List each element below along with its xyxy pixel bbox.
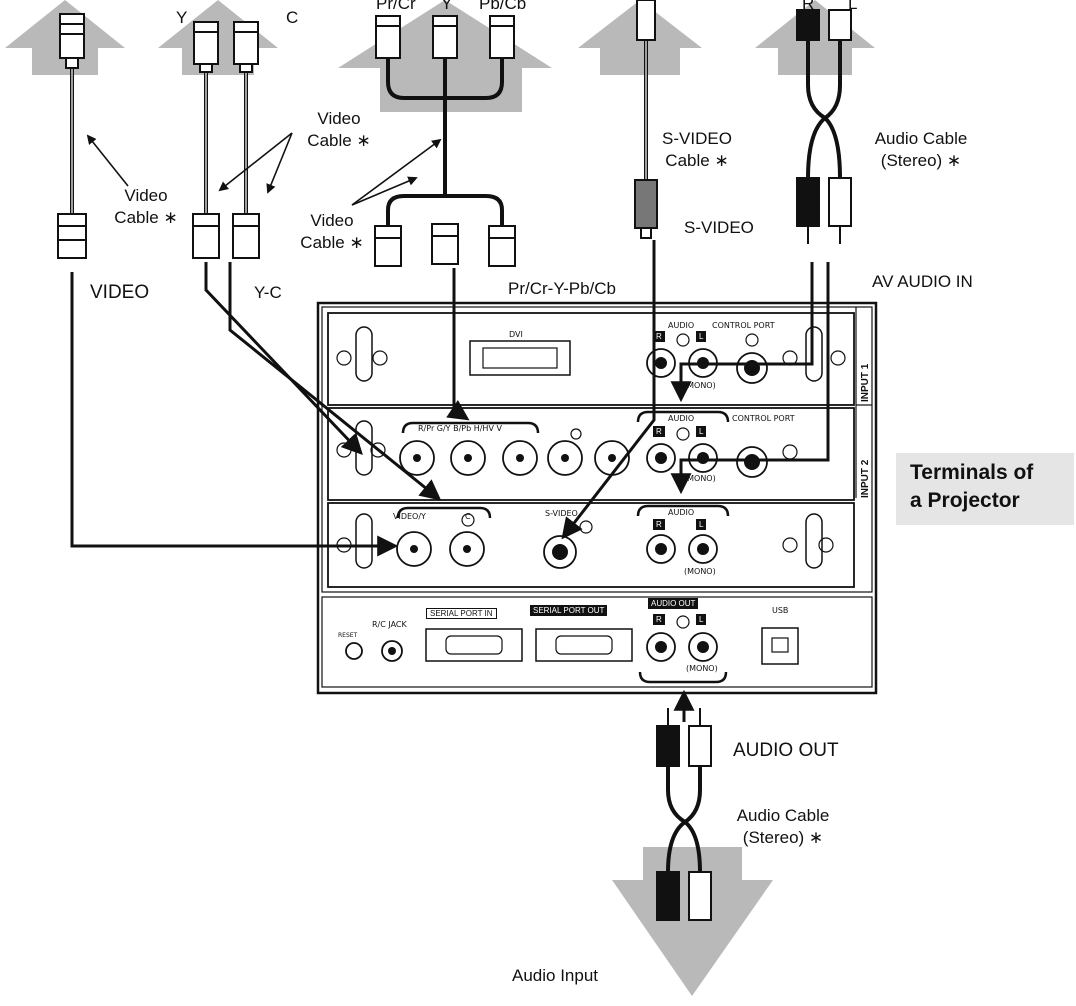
bnc-top-y2 [432, 15, 458, 59]
panel-audio-1: AUDIO [668, 321, 695, 330]
panel-control-port-2: CONTROL PORT [732, 414, 795, 423]
bnc-top-y [193, 21, 219, 73]
panel-dvi: DVI [509, 330, 523, 339]
callout-line-2: a Projector [910, 489, 1020, 512]
panel-l-2: L [696, 426, 707, 437]
panel-mono-2: (MONO) [684, 474, 716, 483]
panel-audio-out: AUDIO OUT [648, 598, 699, 609]
label-pb-cb: Pb/Cb [479, 0, 527, 13]
label-y: Y [176, 8, 188, 27]
panel-input-2: INPUT 2 [860, 459, 871, 498]
panel-input-1: INPUT 1 [860, 363, 871, 402]
panel-r-4: R [653, 614, 665, 625]
port-braces [396, 410, 730, 684]
callout-line-1: Terminals of [910, 461, 1034, 484]
bnc-bottom-c [232, 213, 260, 259]
panel-video-y: VIDEO/Y [393, 512, 426, 521]
panel-c: C [465, 512, 471, 521]
label-l: L [848, 0, 858, 13]
panel-serial-out: SERIAL PORT OUT [530, 605, 608, 616]
projector-panel [316, 301, 878, 695]
panel-r-3: R [653, 519, 665, 530]
panel-mono-4: (MONO) [686, 664, 718, 673]
bnc-bottom-y [192, 213, 220, 259]
panel-l-1: L [696, 331, 707, 342]
label-r: R [802, 0, 815, 13]
panel-r-1: R [653, 331, 665, 342]
bnc-bottom-y2 [431, 223, 459, 265]
source-audio-input: Audio Input [512, 966, 599, 985]
bnc-bottom-video [57, 213, 87, 259]
bnc-top-pb [489, 15, 515, 59]
arrow-audio-input [612, 847, 773, 996]
label-pr-cr: Pr/Cr [376, 0, 416, 13]
svideo-plugs [634, 0, 658, 239]
panel-usb: USB [772, 606, 789, 615]
bnc-top-c [233, 21, 259, 73]
jack-centers [388, 357, 760, 655]
label-pointers [86, 132, 442, 206]
panel-s-video: S-VIDEO [545, 509, 578, 518]
panel-screws [336, 333, 846, 629]
panel-l-3: L [696, 519, 707, 530]
label-y2: Y [441, 0, 453, 13]
source-av-audio-in: AV AUDIO IN [872, 272, 973, 291]
bnc-connectors [57, 13, 516, 267]
panel-mono-1: (MONO) [684, 381, 716, 390]
bnc-bottom-pb [488, 225, 516, 267]
audio-cable-bottom-label: Audio Cable(Stereo) ∗ [736, 806, 830, 847]
bnc-top-video [59, 13, 85, 69]
bnc-top-pr [375, 15, 401, 59]
panel-control-port-1: CONTROL PORT [712, 321, 775, 330]
panel-reset: RESET [338, 632, 358, 639]
source-svideo: S-VIDEO [684, 218, 754, 237]
panel-r-2: R [653, 426, 665, 437]
panel-audio-2: AUDIO [668, 414, 695, 423]
source-audio-out: AUDIO OUT [733, 740, 839, 761]
panel-l-4: L [696, 614, 707, 625]
audio-cable-top-label: Audio Cable(Stereo) ∗ [874, 129, 968, 170]
panel-rc-jack: R/C JACK [372, 620, 407, 629]
panel-component-row: R/Pr G/Y B/Pb H/HV V [418, 424, 502, 433]
bnc-bottom-pr [374, 225, 402, 267]
panel-audio-3: AUDIO [668, 508, 695, 517]
connection-lines [70, 240, 830, 722]
source-component: Pr/Cr-Y-Pb/Cb [508, 279, 617, 298]
panel-serial-in: SERIAL PORT IN [426, 608, 497, 619]
source-video: VIDEO [90, 282, 150, 303]
rca-plugs [656, 9, 852, 921]
source-yc: Y-C [254, 283, 282, 302]
label-c: C [286, 8, 299, 27]
projector-terminals-callout: Terminals of a Projector [896, 453, 1074, 525]
panel-mono-3: (MONO) [684, 567, 716, 576]
